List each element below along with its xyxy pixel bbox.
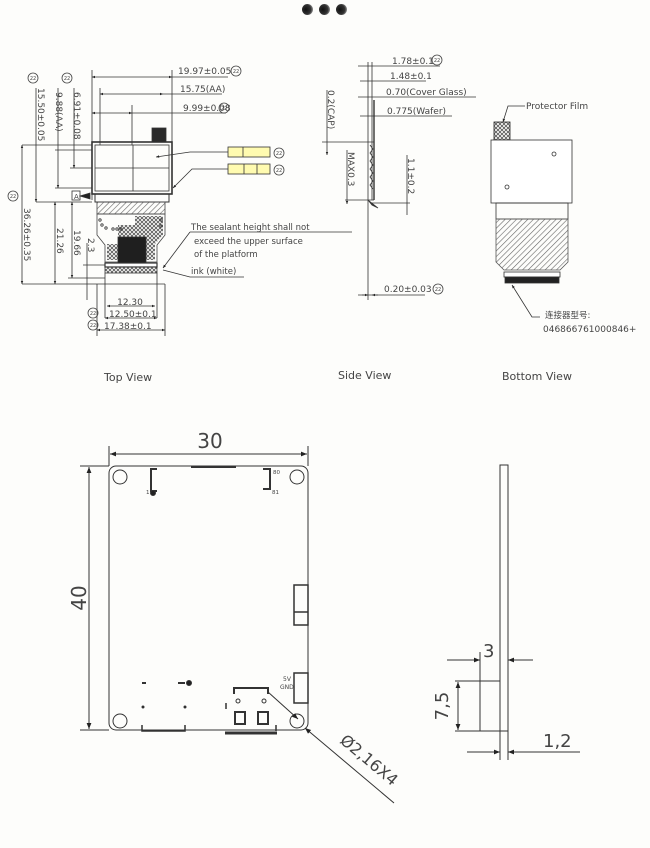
dim-width-partial: 9.99±0.08 <box>183 104 231 114</box>
label-connector-model: 连接器型号: <box>545 310 590 321</box>
dim-side-cap: 0.2(CAP) <box>325 90 335 129</box>
critical-mark-text: 22 <box>10 194 16 200</box>
dim-side-t1: 1.78±0.1 <box>392 57 434 67</box>
dim-height-outline: 15.50±0.05 <box>35 88 45 141</box>
pagination-dot[interactable] <box>319 4 330 15</box>
bottom-view-drawing <box>490 105 573 318</box>
dim-fpc-len2: 19.66 <box>71 230 81 256</box>
critical-mark-text: 22 <box>276 168 282 174</box>
pagination-dot[interactable] <box>302 4 313 15</box>
dim-side-fpc-thk: 0.20±0.03 <box>384 285 432 295</box>
critical-mark-text: 22 <box>221 106 227 112</box>
dim-bottom-w1: 12.30 <box>117 298 143 308</box>
label-bottom-view: Bottom View <box>502 370 572 383</box>
dim-side-t3: 0.70(Cover Glass) <box>386 88 467 98</box>
tolerance-frames <box>227 146 271 175</box>
pin-label-81: 81 <box>272 490 279 496</box>
top-view-drawing <box>20 70 352 336</box>
note-ink: ink (white) <box>191 267 236 277</box>
dim-pcb-width: 30 <box>197 429 222 453</box>
note-sealant-line2: exceed the upper surface <box>194 237 303 247</box>
critical-mark-text: 22 <box>435 287 441 293</box>
label-gnd: GND <box>280 684 294 691</box>
pagination-dots <box>302 4 347 15</box>
pin-label-1: 1 <box>146 490 150 496</box>
dim-pcb-side-3: 3 <box>483 641 494 662</box>
critical-mark-text: 22 <box>233 69 239 75</box>
note-sealant-line1: The sealant height shall not <box>190 223 310 233</box>
dim-side-bend: 1.1±0.2 <box>405 158 415 194</box>
dim-pcb-height: 40 <box>67 585 91 610</box>
dim-width-outline: 19.97±0.05 <box>178 67 231 77</box>
label-5v: 5V <box>283 676 292 683</box>
label-protector-film: Protector Film <box>526 102 588 112</box>
pcb-board-drawing <box>80 446 395 804</box>
dim-fpc-len1: 21.26 <box>54 228 64 254</box>
critical-mark-text: 22 <box>90 323 96 329</box>
dim-side-t2: 1.48±0.1 <box>390 72 432 82</box>
pagination-dot[interactable] <box>336 4 347 15</box>
label-connector-part: 046866761000846+ <box>543 325 636 335</box>
note-sealant-line3: of the platform <box>194 250 258 260</box>
critical-mark-text: 22 <box>30 76 36 82</box>
dim-pcb-side-7-5: 7,5 <box>432 692 453 721</box>
label-top-view: Top View <box>103 371 152 384</box>
dim-bottom-w2: 12.50±0.1 <box>109 310 157 320</box>
dim-height-partial: 6.91±0.08 <box>71 92 81 140</box>
side-view-drawing <box>322 62 476 300</box>
critical-mark-text: 22 <box>276 151 282 157</box>
dim-height-aa: 9.88(AA) <box>53 92 63 132</box>
dim-bottom-w3: 17.38±0.1 <box>104 322 152 332</box>
dim-side-max: MAX0.3 <box>345 152 355 186</box>
critical-mark-text: 22 <box>64 76 70 82</box>
dim-pcb-hole: Ø2,16X4 <box>336 731 401 790</box>
critical-marks <box>7 54 444 331</box>
pcb-side-drawing <box>447 464 580 760</box>
critical-mark-text: 22 <box>90 311 96 317</box>
dim-width-aa: 15.75(AA) <box>180 85 225 95</box>
datum-label: A <box>74 193 79 201</box>
dim-total-height: 36.26±0.35 <box>21 208 31 261</box>
critical-mark-text: 22 <box>434 58 440 64</box>
dim-pcb-side-1-2: 1,2 <box>543 731 572 752</box>
dim-fpc-small: 2.3 <box>85 238 95 252</box>
label-side-view: Side View <box>338 369 391 382</box>
pin-label-80: 80 <box>273 470 280 476</box>
dim-side-t4: 0.775(Wafer) <box>387 107 446 117</box>
